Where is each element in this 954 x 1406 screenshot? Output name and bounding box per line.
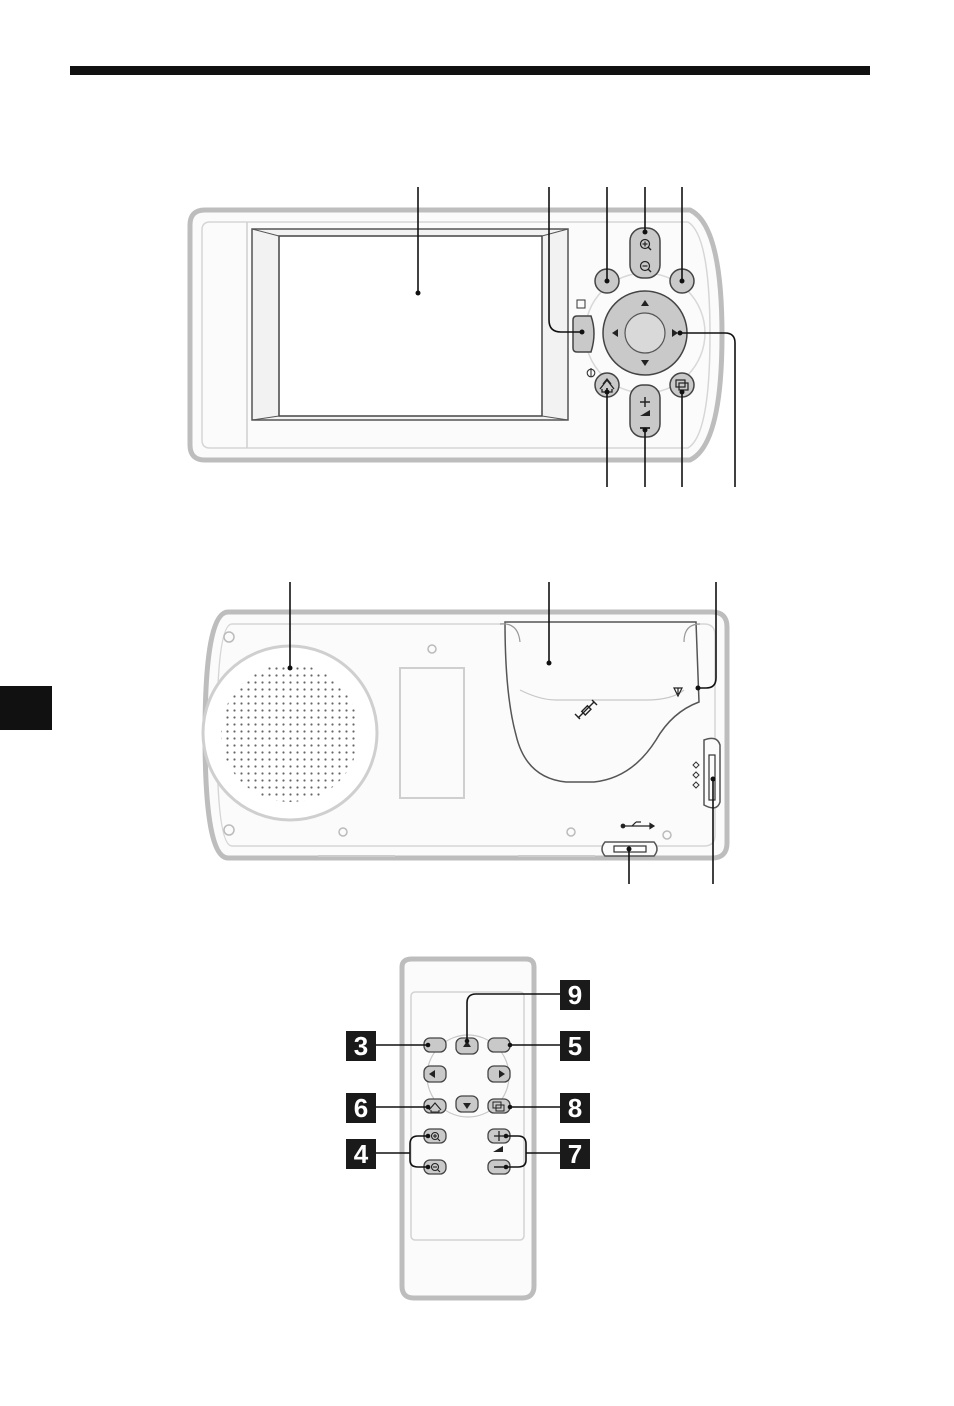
- rear-view: [203, 582, 727, 884]
- front-view: [190, 187, 735, 487]
- callout-6: 6: [346, 1093, 376, 1123]
- dpad-center-button[interactable]: [625, 313, 665, 353]
- remote-button-5[interactable]: [488, 1038, 510, 1052]
- callout-7: 7: [560, 1139, 590, 1169]
- callout-3: 3: [346, 1031, 376, 1061]
- callout-9: 9: [560, 980, 590, 1010]
- label-plate: [400, 668, 464, 798]
- callout-4: 4: [346, 1139, 376, 1169]
- speaker-grille: [221, 664, 359, 802]
- screen: [279, 236, 542, 416]
- callout-8: 8: [560, 1093, 590, 1123]
- callout-5: 5: [560, 1031, 590, 1061]
- remote-body: [402, 959, 534, 1298]
- memory-card-slot: [704, 738, 720, 808]
- remote-control: [376, 959, 570, 1298]
